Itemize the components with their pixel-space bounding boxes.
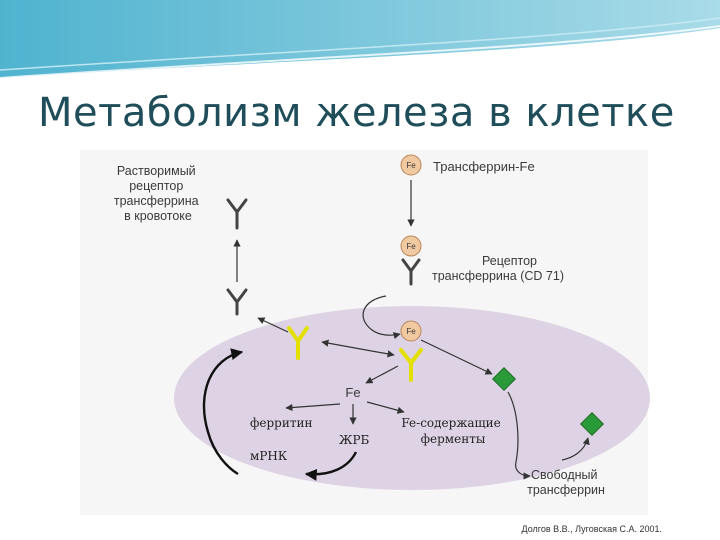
page-title: Метаболизм железа в клетке (38, 90, 675, 136)
fe-badge-receptor: Fe (406, 242, 416, 251)
endosome-fe-icon (400, 320, 422, 342)
fe-badge-top: Fe (406, 161, 416, 170)
endosome-receptor-y-icon (399, 348, 423, 382)
transferrin-fe-icon (400, 154, 422, 176)
arrow-endocytosis (362, 295, 401, 340)
receptor-bound-fe-icon (400, 235, 422, 257)
arrow-to-apo-transferrin (420, 339, 493, 375)
irp-label: ЖРБ (339, 433, 370, 447)
apo-transferrin-icon (491, 366, 517, 392)
arrow-receptor-recycle (321, 339, 395, 358)
fe-center-label: Fe (345, 385, 360, 400)
arrow-fe-to-ferritin (285, 403, 341, 412)
arrow-fe-to-enzymes (366, 401, 405, 414)
receptor-y-icon (401, 258, 421, 286)
arrow-exocytosis (507, 391, 531, 480)
header-swoosh (0, 0, 720, 79)
recycled-receptor-y-icon (287, 326, 309, 360)
transferrin-fe-label: Трансферрин-Fe (433, 159, 535, 174)
arrow-release-transferrin (561, 437, 590, 461)
mrna-label: мРНК (250, 449, 288, 463)
cell-body (174, 306, 650, 490)
soluble-receptor-y-icon (226, 198, 248, 230)
arrow-irp-to-mrna (304, 451, 358, 481)
membrane-receptor-y-icon (226, 288, 248, 316)
arrow-to-membrane (257, 317, 289, 333)
free-transferrin-label: Свободный трансферрин (527, 468, 605, 497)
free-transferrin-icon (579, 411, 605, 437)
fe-enzymes-label: Fe-содержащие ферменты (401, 416, 504, 446)
soluble-receptor-label: Растворимый рецептор трансферрина в кров… (114, 164, 202, 223)
ferritin-label: ферритин (250, 416, 313, 430)
fe-badge-endosome: Fe (406, 327, 416, 336)
receptor-label: Рецептор трансферрина (CD 71) (432, 254, 564, 283)
arrow-mrna-regulation (202, 348, 244, 476)
citation: Долгов В.В., Луговская С.А. 2001. (521, 524, 662, 534)
arrow-fe-release (365, 365, 399, 384)
